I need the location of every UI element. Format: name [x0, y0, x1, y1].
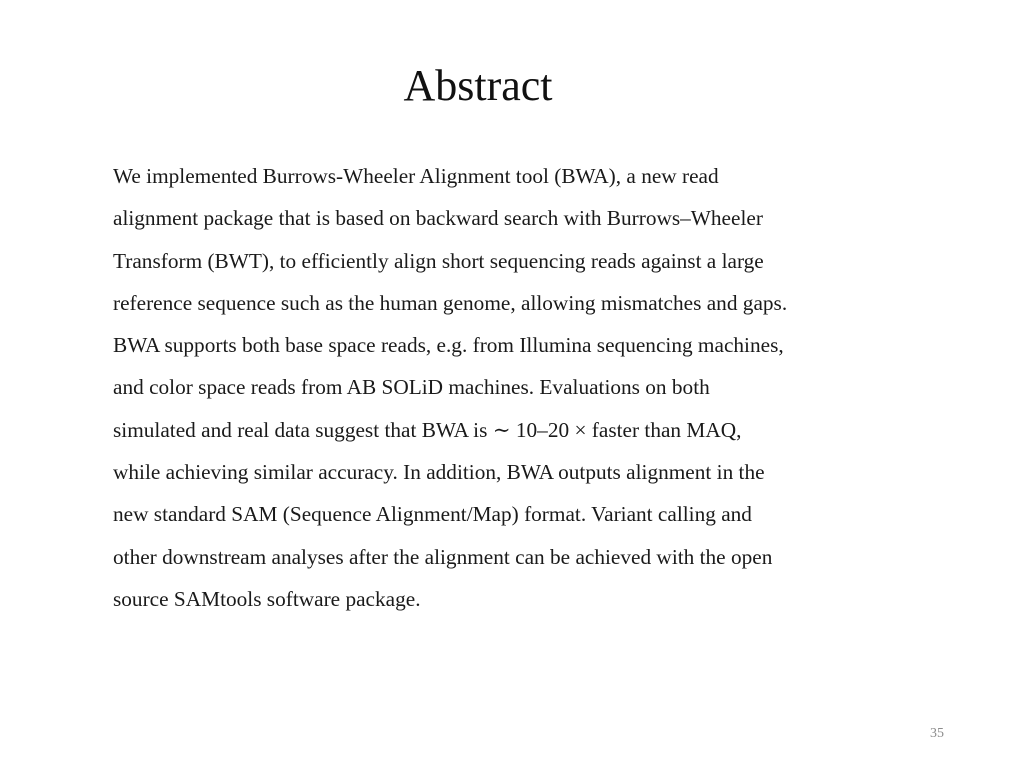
abstract-line: simulated and real data suggest that BWA…	[113, 417, 742, 442]
abstract-line: We implemented Burrows-Wheeler Alignment…	[113, 164, 719, 188]
abstract-line: Transform (BWT), to efficiently align sh…	[113, 248, 764, 273]
abstract-line: alignment package that is based on backw…	[113, 206, 763, 231]
page-number: 35	[930, 726, 944, 741]
abstract-line: other downstream analyses after the alig…	[113, 544, 773, 569]
abstract-line: new standard SAM (Sequence Alignment/Map…	[113, 502, 752, 527]
abstract-body: We implemented Burrows-Wheeler Alignment…	[113, 155, 993, 620]
abstract-line: reference sequence such as the human gen…	[113, 290, 788, 315]
abstract-line: source SAMtools software package.	[113, 586, 421, 611]
slide-title: Abstract	[403, 61, 553, 110]
abstract-line: BWA supports both base space reads, e.g.…	[113, 333, 784, 358]
abstract-line: while achieving similar accuracy. In add…	[113, 460, 765, 485]
abstract-line: and color space reads from AB SOLiD mach…	[113, 375, 710, 400]
